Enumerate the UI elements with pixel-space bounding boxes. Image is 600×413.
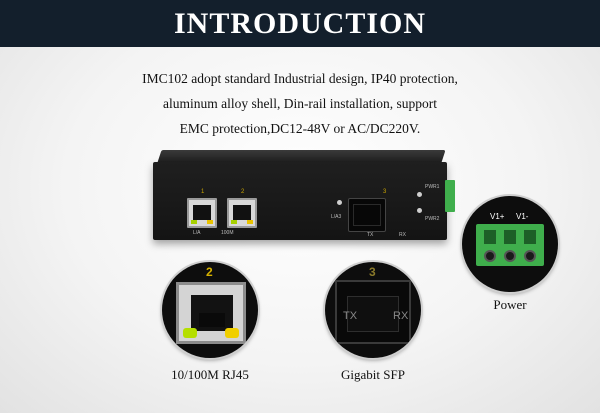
- terminal-slot: [484, 230, 496, 244]
- intro-line: IMC102 adopt standard Industrial design,…: [142, 71, 458, 86]
- device-front-panel: 1 2 L/A 100M L/A3 3 TX RX PWR1 PWR2: [153, 162, 447, 240]
- led-green: [231, 220, 237, 224]
- sfp-caption: Gigabit SFP: [341, 367, 405, 382]
- rj45-port-2: [227, 198, 257, 228]
- label-la: L/A: [193, 230, 201, 236]
- sfp-cage: [353, 204, 381, 226]
- intro-text: IMC102 adopt standard Industrial design,…: [60, 66, 540, 141]
- rj45-caption: 10/100M RJ45: [171, 367, 249, 382]
- rj45-socket: [193, 205, 211, 220]
- terminal-slot: [524, 230, 536, 244]
- rj45-socket-inner: [199, 313, 225, 327]
- label-100m: 100M: [221, 230, 234, 236]
- led-yellow: [247, 220, 253, 224]
- terminal-screw: [524, 250, 536, 262]
- rj45-socket: [233, 205, 251, 220]
- sfp-slot-closeup: [335, 280, 411, 344]
- intro-line: aluminum alloy shell, Din-rail installat…: [162, 96, 438, 111]
- label-pwr1: PWR1: [425, 184, 440, 190]
- sfp-detail-zoom: 3 TX RX: [325, 262, 421, 358]
- page-title: INTRODUCTION: [173, 6, 427, 40]
- label-tx: TX: [367, 232, 374, 238]
- power-terminal-side: [445, 180, 455, 212]
- terminal-screw: [484, 250, 496, 262]
- pwr2-led: [417, 208, 422, 213]
- intro-line: EMC protection,DC12-48V or AC/DC220V.: [179, 121, 421, 136]
- led-yellow: [225, 328, 239, 338]
- led-indicator: [337, 200, 342, 205]
- sfp-rx-mark: RX: [393, 310, 409, 322]
- port-number-1: 1: [201, 189, 205, 195]
- rj45-port-number: 2: [206, 265, 213, 279]
- label-pwr2: PWR2: [425, 216, 440, 222]
- led-green: [183, 328, 197, 338]
- rj45-port-1: [187, 198, 217, 228]
- sfp-port-number: 3: [369, 265, 376, 279]
- sfp-tx-mark: TX: [343, 310, 358, 322]
- sfp-slot: [348, 198, 386, 232]
- led-green: [191, 220, 197, 224]
- v1-plus-label: V1+: [490, 212, 505, 221]
- rj45-port-closeup: [176, 282, 246, 344]
- power-caption: Power: [493, 297, 527, 312]
- label-rx: RX: [399, 232, 406, 238]
- port-number-3: 3: [383, 189, 387, 195]
- pwr1-led: [417, 192, 422, 197]
- v1-minus-label: V1-: [516, 212, 529, 221]
- terminal-slot: [504, 230, 516, 244]
- led-yellow: [207, 220, 213, 224]
- sfp-cage: [347, 296, 399, 332]
- power-detail-zoom: V1+ V1-: [462, 196, 558, 292]
- terminal-screw: [504, 250, 516, 262]
- rj45-detail-zoom: 2: [162, 262, 258, 358]
- media-converter-device: 1 2 L/A 100M L/A3 3 TX RX PWR1 PWR2: [153, 150, 455, 240]
- power-terminal-block: V1+ V1-: [476, 212, 544, 266]
- header-bar: INTRODUCTION: [0, 0, 600, 47]
- port-number-2: 2: [241, 189, 245, 195]
- label-la3: L/A3: [331, 214, 342, 220]
